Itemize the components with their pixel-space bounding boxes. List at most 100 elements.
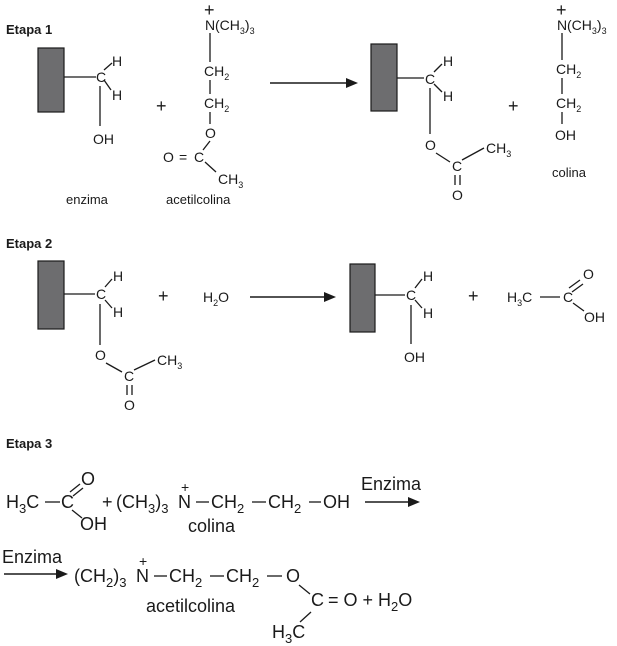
methylene-group: CH2 — [169, 566, 202, 590]
carbonyl-oxygen: O — [452, 187, 463, 203]
carbonyl-carbon: C — [194, 149, 204, 165]
ester-oxygen: O — [286, 566, 300, 586]
bond — [298, 584, 311, 595]
step-2-label: Etapa 2 — [6, 236, 52, 251]
bond — [433, 63, 443, 73]
methylene-group: CH2 — [556, 95, 581, 114]
carbonyl-carbon: C — [452, 158, 462, 174]
acetylcholine-name: acetilcolina — [166, 192, 231, 207]
plus-sign: + — [508, 96, 519, 116]
carbonyl-carbon: C — [311, 590, 324, 610]
hydroxyl-group: OH — [80, 514, 107, 534]
hydrogen-atom: H — [443, 53, 453, 69]
enzyme-block — [349, 263, 376, 333]
bond — [433, 83, 443, 93]
carbon-atom: C — [96, 286, 106, 302]
hydrogen-atom: H — [113, 268, 123, 284]
plus-sign: + — [468, 286, 479, 306]
double-bond — [568, 279, 581, 289]
methylene-group: CH2 — [204, 63, 229, 82]
hydroxyl-group: OH — [404, 349, 425, 365]
methyl-groups: (CH3)3 — [567, 17, 607, 36]
plus-sign: + — [158, 286, 169, 306]
carbon-atom: C — [425, 71, 435, 87]
hydroxyl-group: OH — [584, 309, 605, 325]
bond — [103, 62, 113, 71]
carboxyl-carbon: C — [563, 289, 573, 305]
positive-charge: + — [556, 0, 567, 20]
positive-charge: + — [181, 479, 189, 495]
double-bond: = — [179, 149, 187, 165]
hydrogen-atom: H — [112, 87, 122, 103]
carbonyl-oxygen: O — [124, 397, 135, 413]
hydrogen-atom: H — [423, 305, 433, 321]
carbonyl-oxygen: O — [583, 266, 594, 282]
bond — [133, 359, 156, 371]
hydrogen-atom: H — [113, 304, 123, 320]
nitrogen-atom: N — [205, 17, 215, 33]
nitrogen-atom: N — [136, 566, 149, 586]
bond — [71, 509, 83, 519]
double-bond — [72, 487, 84, 497]
methyl-group: CH3 — [218, 171, 243, 190]
double-bond — [69, 483, 81, 493]
oxygen-atom: O — [95, 347, 106, 363]
hydroxyl-group: OH — [93, 131, 114, 147]
methyl-groups: (CH3)3 — [116, 492, 168, 516]
bond — [105, 362, 123, 373]
hydrogen-atom: H — [423, 268, 433, 284]
choline-name: colina — [552, 165, 587, 180]
catalyst-label: Enzima — [2, 547, 63, 567]
bond — [103, 79, 112, 91]
carbonyl-oxygen: O — [163, 149, 174, 165]
methyl-group: H3C — [507, 289, 532, 308]
plus-sign: + — [156, 96, 167, 116]
methyl-group: H3C — [6, 492, 39, 516]
bond — [461, 147, 485, 161]
arrow-head — [408, 497, 420, 507]
positive-charge: + — [139, 553, 147, 569]
carbon-atom: C — [96, 69, 106, 85]
water-molecule: H2O — [203, 289, 229, 308]
bond — [202, 140, 211, 151]
methyl-group: CH3 — [486, 140, 511, 159]
methyl-groups: (CH2)3 — [74, 566, 126, 590]
methylene-group: CH2 — [556, 61, 581, 80]
hydrogen-atom: H — [112, 53, 122, 69]
nitrogen-atom: N — [557, 17, 567, 33]
nitrogen-atom: N — [178, 492, 191, 512]
arrow-head — [324, 292, 336, 302]
carbon-atom: C — [406, 287, 416, 303]
methyl-groups: (CH3)3 — [215, 17, 255, 36]
plus-sign: + — [102, 492, 113, 512]
methylene-group: CH2 — [211, 492, 244, 516]
bond — [414, 299, 423, 309]
bond — [299, 611, 312, 623]
bond — [414, 278, 423, 289]
hydroxyl-group: OH — [555, 127, 576, 143]
carboxyl-carbon: C — [61, 492, 74, 512]
choline-name: colina — [188, 516, 236, 536]
double-bond — [571, 283, 584, 293]
hydrogen-atom: H — [443, 88, 453, 104]
bond — [435, 152, 451, 163]
acetylcholine-name: acetilcolina — [146, 596, 236, 616]
enzyme-block — [370, 43, 398, 112]
methylene-group: CH2 — [204, 95, 229, 114]
carbonyl-oxygen: O — [81, 469, 95, 489]
bond — [104, 278, 113, 288]
hydroxyl-group: OH — [323, 492, 350, 512]
methylene-group: CH2 — [226, 566, 259, 590]
enzyme-block — [37, 47, 65, 113]
bond — [104, 299, 113, 309]
oxygen-atom: O — [205, 125, 216, 141]
step-1-label: Etapa 1 — [6, 22, 52, 37]
catalyst-label: Enzima — [361, 474, 422, 494]
arrow-head — [56, 569, 68, 579]
step-3-label: Etapa 3 — [6, 436, 52, 451]
methyl-group: CH3 — [157, 352, 182, 371]
methylene-group: CH2 — [268, 492, 301, 516]
bond — [572, 302, 585, 312]
positive-charge: + — [204, 0, 215, 20]
